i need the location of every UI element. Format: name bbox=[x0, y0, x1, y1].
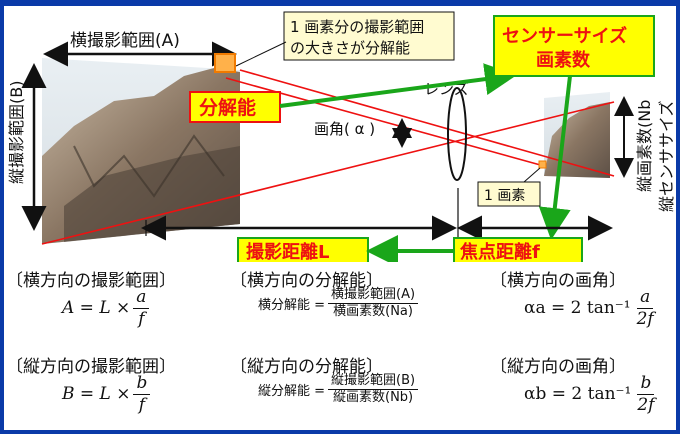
sensor-side-label-1: 縦画素数(Nb bbox=[635, 100, 654, 192]
v-angle-header: 〔縦方向の画角〕 bbox=[490, 357, 626, 377]
vertical-range-label: 縦撮影範囲(B) bbox=[7, 81, 26, 184]
one-pixel-box bbox=[477, 181, 541, 207]
optics-diagram: レンズ 画角( α ) 横撮影範囲(A) 縦撮影範囲(B) 1 画素分の撮影範囲… bbox=[7, 11, 676, 264]
pixel-square bbox=[214, 53, 236, 73]
pixel-note-line-2: の大きさが分解能 bbox=[290, 39, 410, 57]
focal-length-label: 焦点距離f bbox=[459, 241, 540, 263]
pixel-note-box bbox=[283, 11, 455, 61]
pixel-note-line-1: 1 画素分の撮影範囲 bbox=[290, 18, 424, 36]
v-res-formula: 縦分解能 = 縦撮影範囲(B)縦画素数(Nb) bbox=[258, 373, 421, 406]
resolution-callout: 分解能 bbox=[199, 96, 256, 119]
v-res-header: 〔縦方向の分解能〕 bbox=[230, 357, 383, 377]
sensor-side-label-2: 縦センササイズ bbox=[657, 100, 676, 212]
shooting-distance-label: 撮影距離L bbox=[246, 241, 329, 263]
lens bbox=[447, 87, 467, 181]
diagram-panel: レンズ 画角( α ) 横撮影範囲(A) 縦撮影範囲(B) 1 画素分の撮影範囲… bbox=[4, 6, 676, 264]
subject-photo bbox=[42, 58, 240, 244]
v-range-header: 〔縦方向の撮影範囲〕 bbox=[6, 357, 176, 377]
one-pixel-label: 1 画素 bbox=[484, 188, 525, 204]
h-range-header: 〔横方向の撮影範囲〕 bbox=[6, 271, 176, 291]
h-res-formula: 横分解能 = 横撮影範囲(A)横画素数(Na) bbox=[258, 287, 421, 320]
resolution-callout-box bbox=[189, 91, 281, 123]
shooting-distance-box bbox=[237, 237, 369, 264]
h-angle-header: 〔横方向の画角〕 bbox=[490, 271, 626, 291]
sensor-callout-box bbox=[493, 15, 655, 77]
sensor-callout-line-2: 画素数 bbox=[536, 49, 591, 71]
focal-length-box bbox=[453, 237, 583, 264]
one-pixel-marker bbox=[538, 160, 547, 169]
h-res-header: 〔横方向の分解能〕 bbox=[230, 271, 383, 291]
horizontal-range-label: 横撮影範囲(A) bbox=[70, 31, 180, 51]
view-angle-label: 画角( α ) bbox=[314, 120, 375, 138]
sensor-callout-line-1: センサーサイズ bbox=[502, 25, 627, 47]
